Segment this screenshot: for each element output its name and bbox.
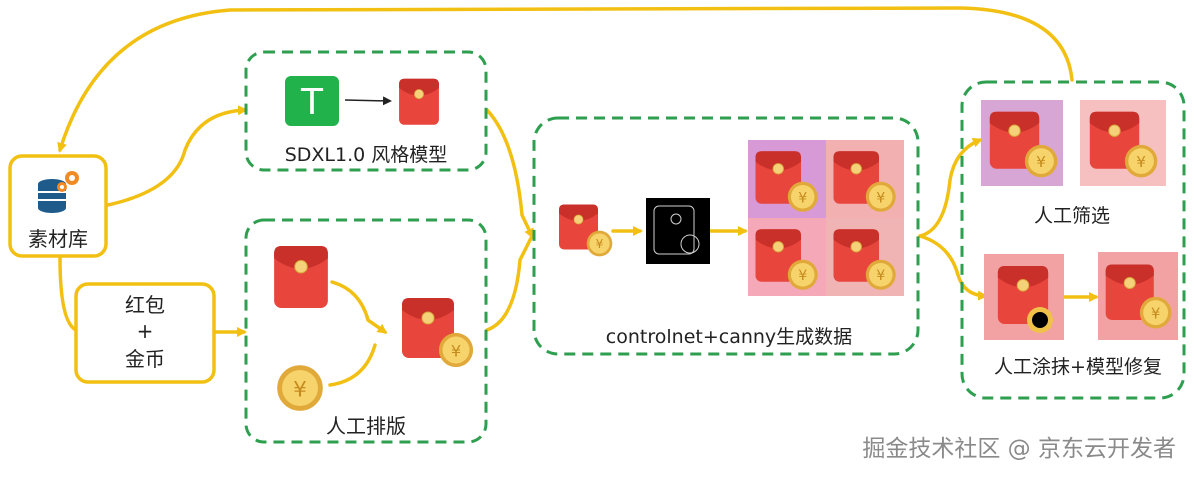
- repair-label: 人工涂抹+模型修复: [994, 356, 1162, 378]
- layout-label: 人工排版: [326, 414, 406, 438]
- layout-envelope-image: [273, 245, 329, 309]
- arrow-layout-env: [330, 280, 388, 334]
- text-icon-letter: T: [300, 82, 324, 123]
- generated-grid: [748, 140, 904, 296]
- envelope-coin-node: 红包 + 金币: [74, 282, 216, 384]
- sdxl-group-content: T SDXL1.0 风格模型: [285, 76, 448, 166]
- arrow-library-to-sdxl: [106, 105, 248, 207]
- input-envelope-image: [559, 205, 612, 257]
- arrow-sdxl-to-controlnet: [485, 108, 534, 239]
- group-sdxl: [244, 50, 488, 172]
- generated-envelope-image: [398, 78, 440, 126]
- arrow-to-repair: [918, 234, 988, 301]
- envelope-label: 红包: [125, 293, 165, 317]
- group-layout: [244, 218, 488, 444]
- feedback-arrow: [57, 6, 1074, 153]
- controlnet-label: controlnet+canny生成数据: [606, 326, 852, 348]
- group-controlnet: [532, 116, 920, 356]
- connectors: [57, 6, 1099, 387]
- arrow-layout-to-controlnet: [485, 234, 534, 332]
- canny-edge-lines: [653, 205, 700, 255]
- gear-icon: [57, 171, 79, 192]
- arrow-library-to-redcoin: [58, 256, 78, 332]
- layout-coin-image: [277, 365, 323, 411]
- group-boxes: [244, 50, 1186, 444]
- material-library-node: 素材库: [8, 154, 108, 258]
- arrow-to-screening: [918, 137, 983, 238]
- material-library-label: 素材库: [28, 227, 88, 251]
- text-icon: [285, 76, 339, 126]
- coin-label: 金币: [125, 347, 165, 371]
- arrow-layout-coin: [328, 343, 377, 387]
- group-output: [960, 80, 1186, 400]
- plus-label: +: [137, 319, 154, 343]
- text-to-image-arrow: [344, 96, 392, 106]
- screening-label: 人工筛选: [1034, 205, 1110, 227]
- watermark: 掘金技术社区 @ 京东云开发者: [862, 436, 1176, 462]
- layout-result-image: [402, 298, 473, 367]
- sdxl-label: SDXL1.0 风格模型: [285, 144, 448, 166]
- layout-group-content: 人工排版: [273, 245, 473, 438]
- controlnet-group-content: controlnet+canny生成数据: [559, 140, 904, 348]
- output-group-content: 人工筛选 人工涂抹+模型修复: [981, 100, 1178, 378]
